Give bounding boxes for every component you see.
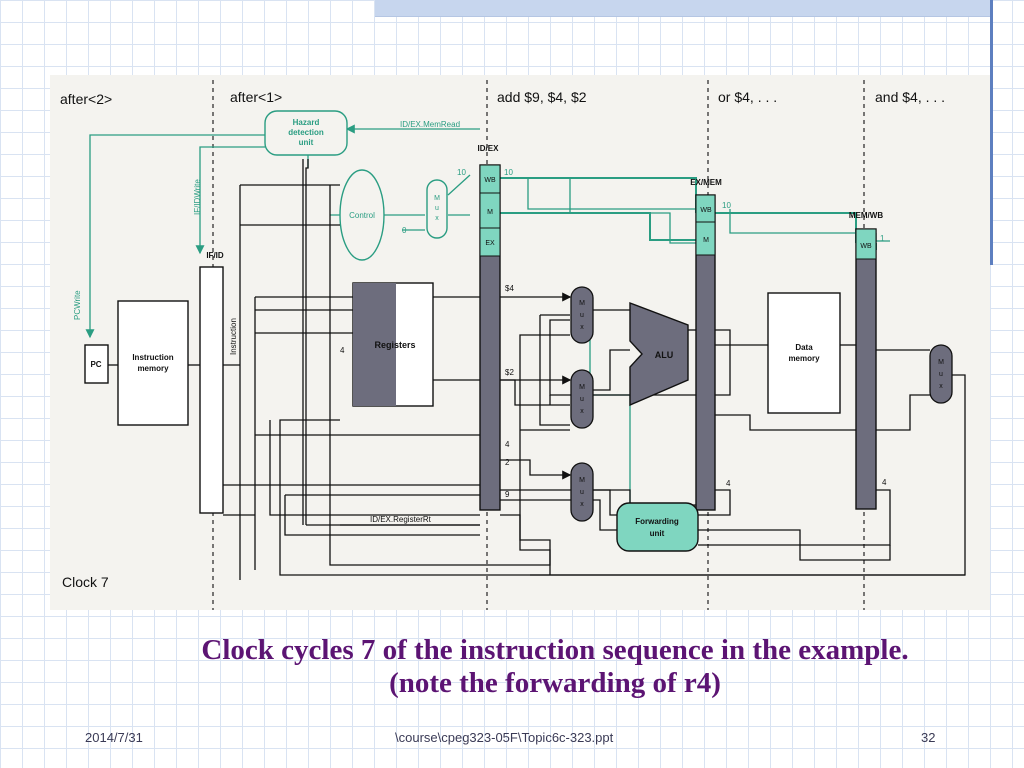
svg-text:MEM/WB: MEM/WB	[849, 211, 883, 220]
svg-text:detection: detection	[288, 128, 324, 137]
svg-text:ALU: ALU	[655, 350, 674, 360]
rd-number-label: 9	[505, 490, 510, 499]
svg-text:M: M	[487, 209, 493, 216]
svg-text:Data: Data	[795, 343, 813, 352]
rt-value-label: $2	[505, 368, 514, 377]
regdst-mux: M u x	[570, 462, 594, 522]
caption-line-2: (note the forwarding of r4)	[389, 667, 721, 699]
svg-text:unit: unit	[650, 529, 665, 538]
svg-text:x: x	[580, 408, 584, 415]
pc-register: PC	[84, 344, 109, 384]
forwarding-unit: Forwarding unit	[616, 502, 699, 552]
pipeline-diagram: after<2> after<1> add $9, $4, $2 or $4, …	[50, 75, 990, 610]
id-ex-register: WB M EX ID/EX	[478, 144, 501, 511]
register-file: Registers 4	[340, 282, 434, 407]
svg-text:Control: Control	[349, 211, 375, 220]
signal-idex-memread: ID/EX.MemRead	[400, 120, 460, 129]
svg-text:ID/EX: ID/EX	[478, 144, 500, 153]
svg-text:EX/MEM: EX/MEM	[690, 178, 722, 187]
stage-label-after2: after<2>	[60, 91, 112, 107]
svg-text:x: x	[580, 501, 584, 508]
svg-text:PC: PC	[90, 360, 101, 369]
svg-text:Registers: Registers	[374, 340, 415, 350]
signal-pc-write: PCWrite	[73, 290, 82, 320]
forward-mux-b: M u x	[570, 369, 594, 429]
if-id-register: IF/ID Instruction	[199, 251, 238, 514]
control-unit: Control	[339, 169, 385, 261]
exmem-rd-label: 4	[726, 479, 731, 488]
slide-caption: Clock cycles 7 of the instruction sequen…	[110, 634, 1000, 700]
svg-text:WB: WB	[860, 243, 872, 250]
footer-path: \course\cpeg323-05F\Topic6c-323.ppt	[395, 730, 614, 745]
alu: ALU	[629, 301, 689, 407]
svg-text:WB: WB	[700, 207, 712, 214]
rs-number-label: 4	[505, 440, 510, 449]
svg-text:x: x	[939, 383, 943, 390]
svg-text:Hazard: Hazard	[293, 118, 320, 127]
caption-line-1: Clock cycles 7 of the instruction sequen…	[201, 634, 909, 666]
svg-text:M: M	[579, 384, 585, 391]
idex-registerrt-label: ID/EX.RegisterRt	[370, 515, 432, 524]
clock-label: Clock 7	[62, 574, 109, 590]
data-memory: Data memory	[767, 292, 841, 414]
signal-ifid-write: IF/IDWrite	[193, 179, 202, 215]
svg-text:M: M	[938, 359, 944, 366]
svg-text:M: M	[579, 300, 585, 307]
title-band-decoration	[375, 0, 990, 17]
svg-text:WB: WB	[484, 177, 496, 184]
signal-zero: 0	[402, 226, 407, 235]
svg-text:x: x	[435, 215, 439, 222]
memwb-rd-label: 4	[882, 478, 887, 487]
svg-text:IF/ID: IF/ID	[206, 251, 224, 260]
svg-text:M: M	[579, 477, 585, 484]
svg-text:EX: EX	[485, 240, 495, 247]
slide-edge-decoration	[990, 0, 993, 265]
instruction-memory: Instruction memory	[117, 300, 189, 426]
svg-text:u: u	[580, 396, 584, 403]
svg-text:4: 4	[340, 346, 345, 355]
ctrl-wb-memwb-label: 1	[880, 234, 885, 243]
mem-wb-register: WB MEM/WB	[849, 211, 883, 510]
pipeline-diagram-svg: after<2> after<1> add $9, $4, $2 or $4, …	[60, 80, 966, 610]
footer-date: 2014/7/31	[85, 730, 143, 745]
svg-text:M: M	[703, 237, 709, 244]
ctrl-wb-exmem-label: 10	[722, 201, 731, 210]
svg-text:unit: unit	[299, 138, 314, 147]
rt-number-label: 2	[505, 458, 510, 467]
svg-text:u: u	[580, 312, 584, 319]
rs-value-label: $4	[505, 284, 514, 293]
svg-text:u: u	[435, 205, 439, 212]
stage-label-add: add $9, $4, $2	[497, 89, 587, 105]
ctrl-wb-idex-label: 10	[504, 168, 513, 177]
svg-text:x: x	[580, 324, 584, 331]
stage-label-after1: after<1>	[230, 89, 282, 105]
svg-text:Forwarding: Forwarding	[635, 517, 679, 526]
svg-text:memory: memory	[788, 354, 820, 363]
svg-text:M: M	[434, 195, 440, 202]
control-mux: M u x	[426, 179, 448, 239]
svg-text:u: u	[939, 371, 943, 378]
svg-text:Instruction: Instruction	[132, 353, 173, 362]
ctrl-wb-label: 10	[457, 168, 466, 177]
footer-page-number: 32	[921, 730, 936, 745]
svg-text:Instruction: Instruction	[229, 318, 238, 355]
forward-mux-a: M u x	[570, 286, 594, 344]
stage-label-and: and $4, . . .	[875, 89, 945, 105]
stage-label-or: or $4, . . .	[718, 89, 777, 105]
ex-mem-register: WB M EX/MEM	[690, 178, 722, 511]
hazard-detection-unit: Hazard detection unit	[264, 110, 348, 156]
svg-text:memory: memory	[137, 364, 169, 373]
writeback-mux: M u x	[929, 344, 953, 404]
svg-text:u: u	[580, 489, 584, 496]
